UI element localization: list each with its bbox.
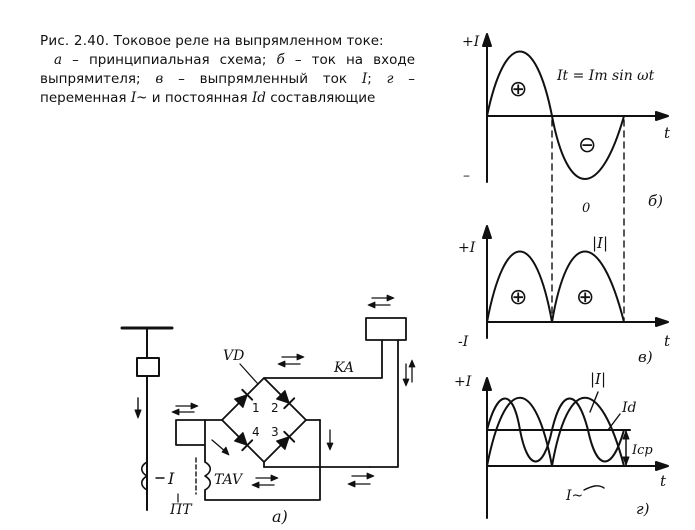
- graph-v-x-arrow: [655, 317, 669, 327]
- graph-b: +I – t It = Im sin ωt ⊕ ⊖ 0 б): [462, 33, 671, 321]
- graph-g-id-leader: [607, 413, 621, 431]
- vd-leader: [239, 363, 259, 385]
- secondary-wire-bottom: [204, 466, 371, 501]
- caption-key-g: г: [386, 71, 394, 87]
- graph-b-formula: It = Im sin ωt: [556, 68, 655, 84]
- graph-g-icp-arrow-down: [622, 456, 630, 466]
- graph-g-x-arrow: [655, 461, 669, 471]
- graph-g-x-label: t: [660, 472, 667, 490]
- relay-wire-return: [369, 339, 399, 468]
- caption-symbol-g2: Id: [251, 90, 266, 106]
- figure-title: Токовое реле на выпрямленном токе:: [113, 33, 384, 49]
- graph-v-y-arrow: [482, 225, 492, 239]
- graph-b-y-minus: –: [463, 168, 470, 184]
- current-direction-arrows: [171, 294, 416, 489]
- ka-label: KA: [333, 360, 354, 376]
- pt-label: ПТ: [169, 502, 193, 518]
- graph-b-zero-label: 0: [582, 201, 590, 216]
- diode-1-number: 1: [252, 401, 260, 415]
- diode-2-number: 2: [271, 401, 279, 415]
- diode-bridge: [221, 377, 307, 463]
- graph-v-rectified-curve: [486, 250, 625, 323]
- graph-b-x-arrow: [655, 111, 669, 121]
- vd-label: VD: [223, 348, 244, 364]
- graph-g: +I t |I| Id Icp I~ г): [454, 370, 669, 519]
- graph-v-y-label: +I: [458, 240, 476, 256]
- graph-v-abs-label: |I|: [592, 234, 608, 252]
- graph-g-id-label: Id: [621, 400, 637, 416]
- graph-v-plus-sign-2: ⊕: [576, 285, 594, 310]
- graph-b-panel-label: б): [648, 192, 663, 210]
- graph-b-sine-curve: [486, 50, 625, 180]
- graph-g-icp-label: Icp: [631, 443, 653, 458]
- graph-g-abs-label: |I|: [590, 370, 606, 388]
- graph-b-y-label: +I: [462, 34, 480, 50]
- primary-current-arrowhead: [134, 409, 142, 419]
- tav-label: TAV: [214, 472, 244, 488]
- graph-g-y-label: +I: [454, 374, 472, 390]
- diode-3: [276, 430, 296, 450]
- graph-b-y-arrow: [482, 33, 492, 47]
- breaker-box: [136, 357, 160, 377]
- graph-v-y-minus: -I: [458, 334, 469, 350]
- caption-key-a: а: [54, 52, 63, 68]
- ct-current-label: I: [167, 469, 175, 488]
- caption-symbol-g1: I~: [130, 90, 148, 106]
- diode-1: [234, 388, 254, 408]
- schematic-a: I TAV ПТ: [120, 294, 416, 526]
- graph-v-x-label: t: [664, 332, 671, 350]
- diode-3-number: 3: [271, 425, 279, 439]
- graph-g-ac-curve: [486, 397, 625, 463]
- figure-label: Рис. 2.40.: [40, 33, 110, 49]
- graph-g-icp-arrow-up: [622, 430, 630, 440]
- graph-b-x-label: t: [664, 124, 671, 142]
- caption-key-v: в: [155, 71, 164, 87]
- ct-secondary-coil: [204, 461, 212, 491]
- graph-v-panel-label: в): [638, 348, 653, 366]
- diode-2: [276, 390, 296, 410]
- graph-b-plus-sign: ⊕: [509, 77, 527, 102]
- caption-text-g1: – переменная: [40, 71, 416, 106]
- secondary-wire-left: [175, 419, 206, 463]
- caption-text-a: – принципиальная схема;: [72, 52, 267, 68]
- diode-4: [234, 432, 254, 452]
- diode-4-number: 4: [252, 425, 260, 439]
- caption-text-g2: и постоянная: [151, 90, 248, 106]
- caption-symbol-v: I: [361, 71, 368, 87]
- caption-text-b: – ток на входе выпрямителя;: [40, 52, 415, 87]
- graph-v: +I -I t |I| ⊕ ⊕ в): [458, 225, 671, 366]
- graph-g-abs-curve: [486, 397, 625, 467]
- graph-g-abs-leader: [589, 391, 599, 413]
- graph-g-panel-label: г): [636, 500, 650, 518]
- caption-text-g3: составляющие: [270, 90, 376, 106]
- relay-wire-top: [263, 339, 383, 379]
- graph-b-minus-sign: ⊖: [578, 133, 596, 158]
- graph-g-y-arrow: [482, 377, 492, 391]
- graph-v-plus-sign-1: ⊕: [509, 285, 527, 310]
- figure-caption: Рис. 2.40. Токовое реле на выпрямленном …: [40, 33, 416, 106]
- schematic-panel-label: а): [272, 507, 288, 526]
- graph-g-iac-label: I~: [565, 488, 583, 504]
- ct-primary-coil: [140, 461, 148, 491]
- caption-text-v: – выпрямленный ток: [178, 71, 348, 87]
- relay-coil-box: [365, 317, 407, 341]
- graph-g-iac-leader: [583, 485, 605, 491]
- caption-key-b: б: [276, 52, 285, 68]
